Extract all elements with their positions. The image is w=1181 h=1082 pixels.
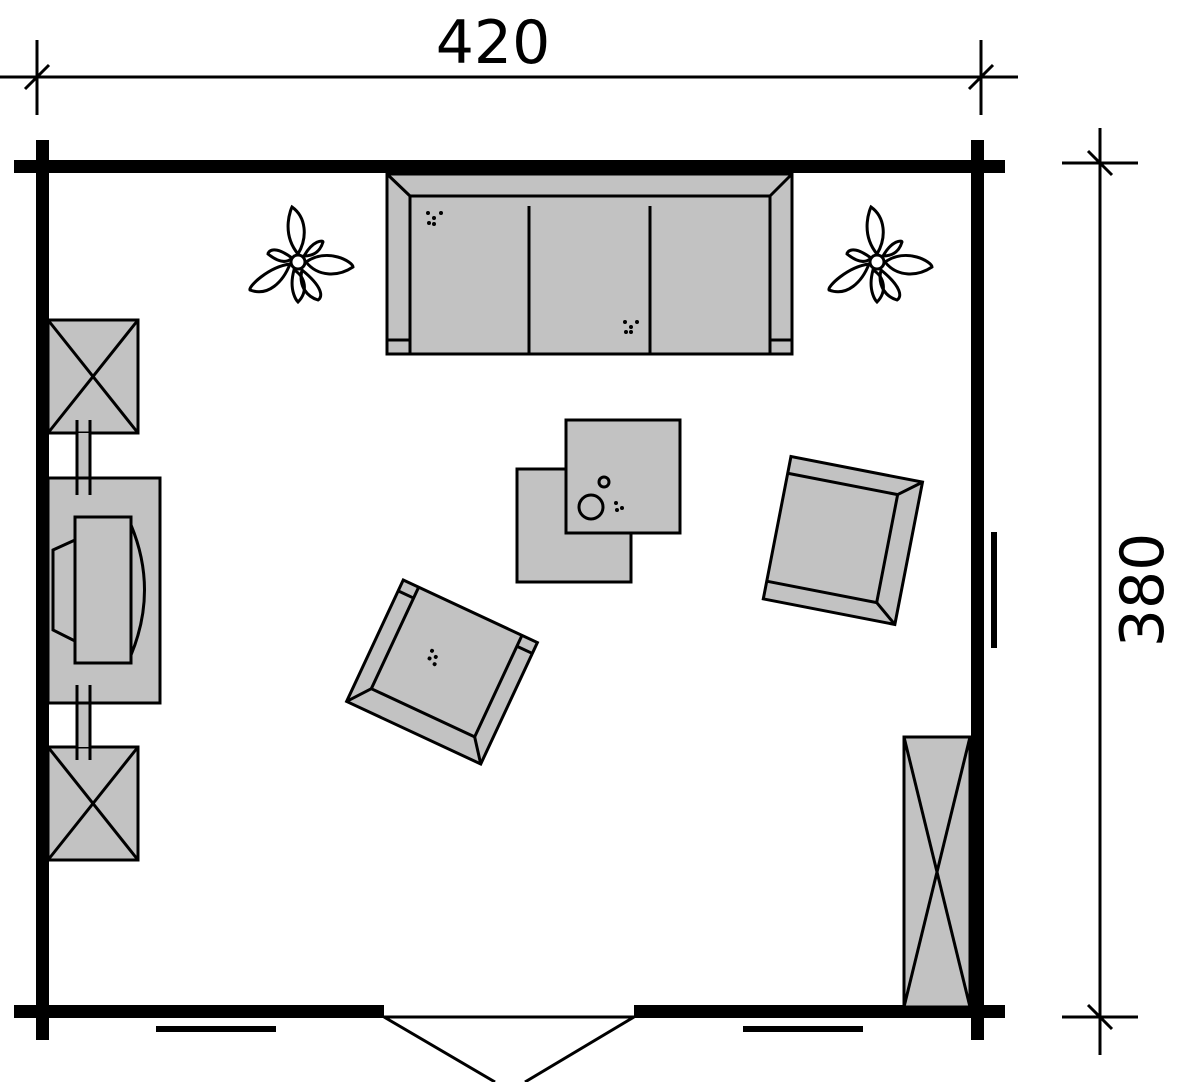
armchair-left xyxy=(344,578,540,766)
window-right xyxy=(991,532,997,648)
coffee-tables xyxy=(515,418,682,584)
width-dimension: 420 xyxy=(0,8,1018,115)
cabinet-right xyxy=(902,735,972,1009)
width-label: 420 xyxy=(436,8,551,78)
window-bottom-left xyxy=(156,1026,276,1032)
cabinet-left-top xyxy=(46,318,140,435)
cabinet-left-bottom xyxy=(46,745,140,862)
armchair-right xyxy=(761,454,925,627)
sofa xyxy=(385,172,794,356)
plant-left xyxy=(248,204,355,305)
plant-right xyxy=(827,204,934,305)
window-bottom-right xyxy=(743,1026,863,1032)
depth-label: 380 xyxy=(1108,533,1178,648)
depth-dimension: 380 xyxy=(1062,128,1178,1055)
double-door xyxy=(383,1015,635,1082)
desk-chair xyxy=(51,515,146,665)
